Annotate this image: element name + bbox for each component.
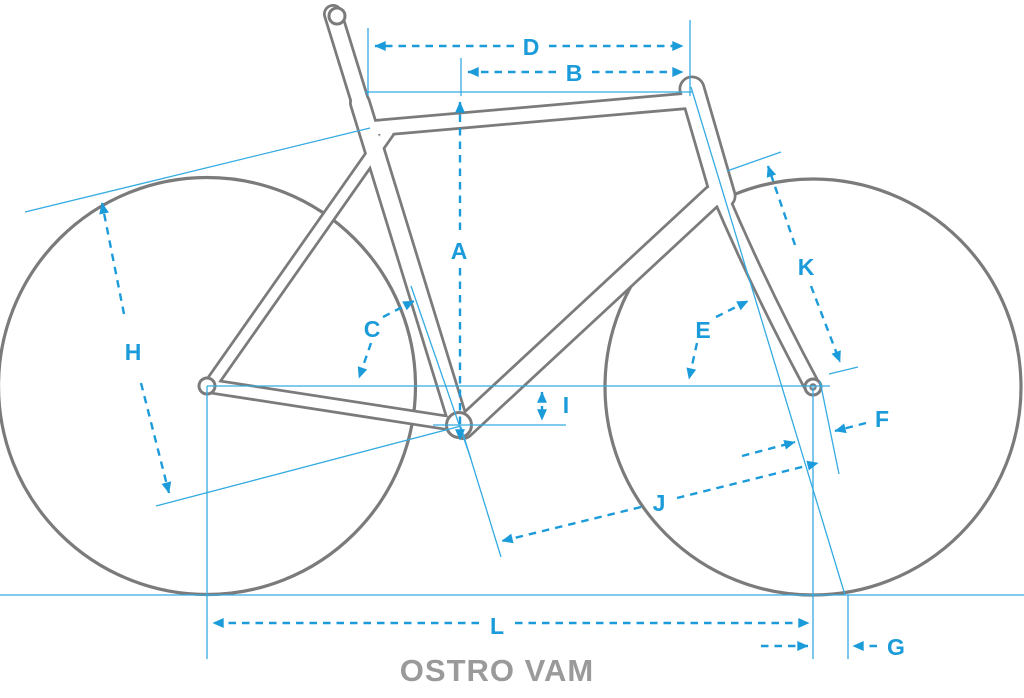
axle-parallel-steer-line <box>819 380 840 475</box>
frame-outline-inner <box>203 6 818 438</box>
dim-label-b: B <box>566 60 583 86</box>
dim-h-down <box>139 382 172 494</box>
dim-label-e: E <box>695 317 710 343</box>
bike-drawing <box>0 4 1023 597</box>
seat-top-perpendicular-line <box>24 127 371 213</box>
model-name-title: OSTRO VAM <box>400 653 594 688</box>
dim-label-g: G <box>887 634 905 660</box>
dim-j-left <box>501 505 642 544</box>
dim-e-to-axle-line <box>686 342 699 380</box>
dim-label-h: H <box>125 339 142 365</box>
dim-e-to-steer-axis <box>715 299 749 319</box>
dim-f-from-left <box>741 439 796 458</box>
dim-f-from-label <box>834 421 867 434</box>
dim-c-to-axle-line <box>357 342 373 379</box>
fork-crown-perpendicular-line <box>726 151 782 172</box>
seat-tube-axis-line <box>410 285 472 460</box>
dim-label-k: K <box>798 254 815 280</box>
bb-perpendicular-line <box>155 425 462 507</box>
dim-k-down <box>809 285 842 363</box>
frame-outline-outer <box>201 4 820 440</box>
dim-label-f: F <box>875 406 889 432</box>
dim-k-up <box>766 165 797 246</box>
steering-axis-line <box>690 86 846 596</box>
dim-label-a: A <box>451 238 468 264</box>
dim-label-i: I <box>563 392 569 418</box>
bb-parallel-steer-line <box>460 426 502 558</box>
saddle-clamp-hole <box>327 6 347 26</box>
dim-h-up <box>99 202 126 315</box>
dimension-lines <box>99 41 877 651</box>
dim-label-j: J <box>653 490 666 516</box>
dim-j-right <box>676 460 819 500</box>
dim-c-to-seat-axis <box>382 299 415 319</box>
dim-label-c: C <box>364 316 381 342</box>
dim-label-d: D <box>523 34 540 60</box>
dim-label-l: L <box>490 613 504 639</box>
front-axle-perpendicular-line <box>828 366 859 375</box>
dimension-labels: D B A C H I E K F J L G <box>125 34 905 660</box>
